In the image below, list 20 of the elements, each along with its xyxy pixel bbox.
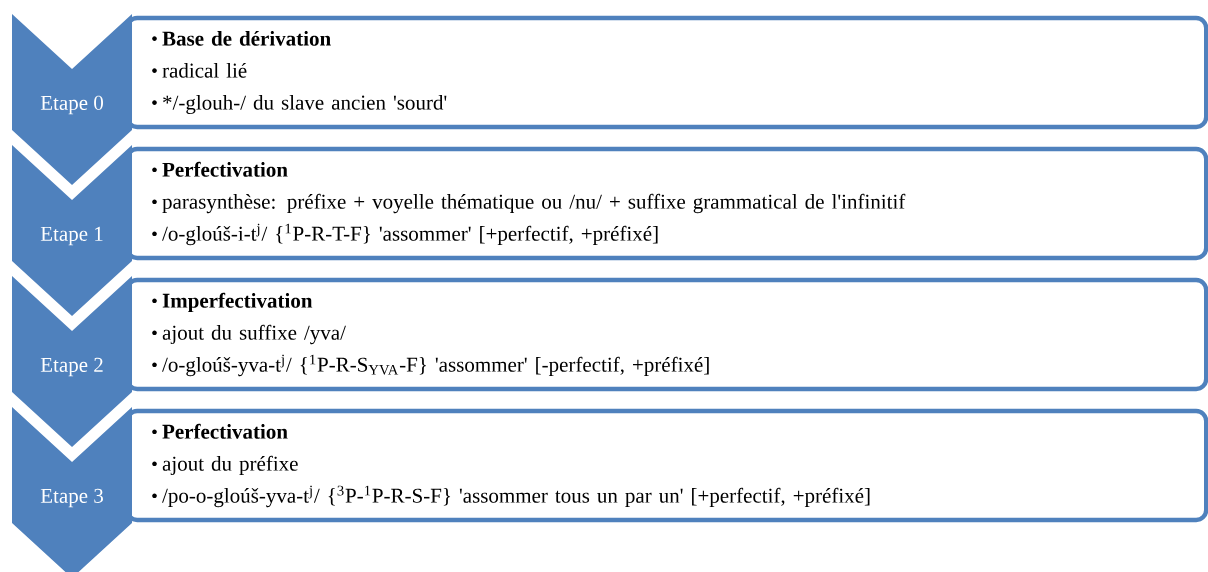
list-item: ajout du suffixe /yva/	[152, 324, 346, 345]
node-label: Etape 1	[40, 226, 103, 246]
list-item: Imperfectivation	[152, 292, 313, 313]
list-item: ajout du préfixe	[152, 455, 298, 476]
chevron-step: Etape 3	[12, 407, 132, 572]
list-item: parasynthèse: préfixe + voyelle thématique ou /nu/ + suffixe grammatical de l'infinitif	[152, 193, 906, 214]
node-label: Etape 0	[40, 95, 103, 115]
chevron-step: Etape 1	[12, 145, 132, 316]
list-item: Perfectivation	[152, 423, 288, 439]
chevron-step: Etape 0	[12, 14, 132, 185]
list-item: Base de dérivation	[152, 30, 331, 46]
chevron-step: Etape 2	[12, 276, 132, 447]
list-item: /o-gloúš-i-t$^{j}$/ {$^{1}$P-R-T-F} 'assommer' [+perfectif, +préfixé]	[152, 223, 658, 246]
node-label: Etape 3	[40, 488, 103, 508]
list-item: Perfectivation	[152, 161, 288, 177]
list-item: /po-o-gloúš-yva-t$^{j}$/ {$^{3}$P-$^{1}$P-R-S-F} 'assommer tous un par un' [+perfectif, +préfixé]	[152, 485, 870, 508]
list-item: */-glouh-/ du slave ancien 'sourd'	[152, 94, 447, 115]
list-item: /o-gloúš-yva-t$^{j}$/ {$^{1}$P-R-S$_{YVA}$-F} 'assommer' [-perfectif, +préfixé]	[152, 354, 709, 377]
list-item: radical lié	[152, 62, 247, 78]
node-label: Etape 2	[40, 357, 103, 377]
